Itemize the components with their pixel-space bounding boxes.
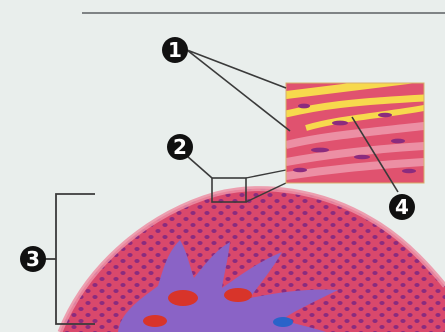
callout-3-text: 3 [26, 247, 40, 271]
callout-2-text: 2 [173, 135, 187, 159]
callout-4-text: 4 [395, 195, 409, 219]
callout-2: 2 [167, 134, 193, 160]
magnified-inset [286, 78, 424, 183]
vessel-red-1 [168, 290, 198, 306]
callout-1-text: 1 [168, 38, 182, 62]
callout-1: 1 [162, 37, 188, 63]
vessel-red-3 [143, 315, 167, 327]
vessel-red-2 [224, 288, 252, 302]
callout-4: 4 [389, 194, 415, 220]
callout-3: 3 [20, 246, 46, 272]
vessel-blue [273, 317, 293, 327]
